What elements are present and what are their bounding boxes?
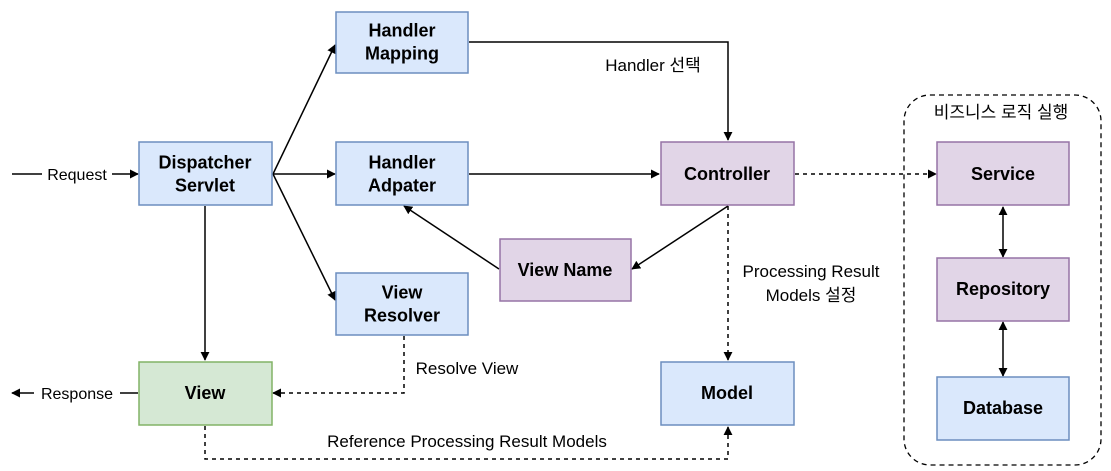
edge-dispatcher-to-view-resolver: [272, 173, 336, 301]
view-resolver-label: View: [382, 283, 424, 303]
model-label: Model: [701, 383, 753, 403]
label-reference-models: Reference Processing Result Models: [327, 432, 607, 451]
edge-handler-mapping-to-controller: [469, 41, 733, 141]
dispatcher-servlet-label: Servlet: [175, 176, 235, 196]
view-resolver-label: Resolver: [364, 306, 440, 326]
view-name-label: View Name: [518, 260, 613, 280]
view-label: View: [185, 383, 227, 403]
label-processing-result-line1: Processing Result: [742, 262, 879, 281]
node-controller: Controller: [660, 141, 795, 206]
edge-view-to-model: [204, 426, 733, 460]
edge-controller-to-view-name: [631, 205, 729, 270]
service-label: Service: [971, 164, 1035, 184]
dispatcher-servlet-label: Dispatcher: [158, 153, 251, 173]
label-response: Response: [41, 386, 113, 403]
handler-mapping-label: Handler: [368, 21, 435, 41]
controller-label: Controller: [684, 164, 770, 184]
edges: [11, 41, 1008, 398]
label-request: Request: [47, 167, 107, 184]
dashed-edges: [204, 169, 937, 460]
handler-mapping-label: Mapping: [365, 44, 439, 64]
node-view-name: View Name: [499, 238, 632, 302]
database-label: Database: [963, 398, 1043, 418]
label-handler-select: Handler 선택: [605, 56, 701, 75]
handler-adapter-label: Handler: [368, 153, 435, 173]
edge-dispatcher-to-handler-mapping: [272, 44, 336, 175]
node-repository: Repository: [936, 257, 1070, 322]
handler-adapter-label: Adpater: [368, 176, 436, 196]
node-database: Database: [936, 376, 1070, 441]
business-logic-group: [903, 94, 1102, 466]
label-processing-result-line2: Models 설정: [766, 286, 857, 305]
edge-view-resolver-to-view: [272, 336, 405, 398]
edge-view-name-to-handler-adapter: [403, 205, 500, 270]
node-model: Model: [660, 361, 795, 426]
label-resolve-view: Resolve View: [416, 359, 519, 378]
node-service: Service: [936, 141, 1070, 206]
business-logic-group-label: 비즈니스 로직 실행: [934, 103, 1069, 122]
node-view: View: [138, 361, 273, 426]
repository-label: Repository: [956, 279, 1050, 299]
